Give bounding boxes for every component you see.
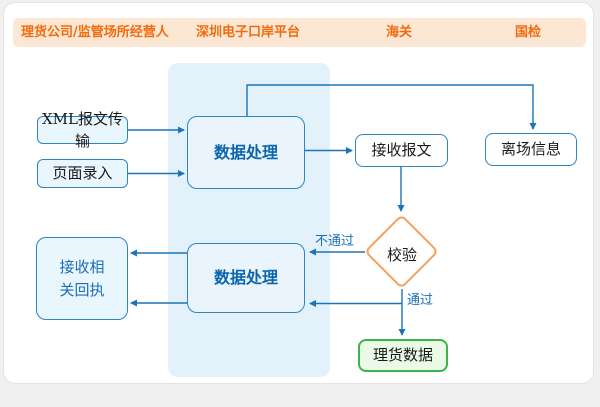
node-receive-receipt-label: 接收相关回执 [59,258,105,299]
header-col-customs: 海关 [386,25,413,40]
header-col-inspection: 国检 [515,25,542,40]
edge-label-fail: 不通过 [315,234,355,249]
node-receive-message: 接收报文 [355,134,448,167]
edge-label-pass: 通过 [407,293,434,308]
node-data-process-2: 数据处理 [187,243,305,313]
header-bar [13,18,586,47]
node-data-process-1: 数据处理 [187,116,305,189]
header-col-eport-platform: 深圳电子口岸平台 [196,25,301,40]
platform-lane-highlight [168,63,330,377]
node-xml-transfer: XML报文传输 [37,110,128,150]
node-page-entry: 页面录入 [37,159,128,188]
validate-diamond-label: 校验 [386,246,417,264]
node-receive-receipt: 接收相关回执 [36,237,128,320]
node-tally-data: 理货数据 [358,339,448,372]
header-col-tally-operator: 理货公司/监管场所经营人 [21,25,169,40]
node-exit-info: 离场信息 [485,133,577,166]
